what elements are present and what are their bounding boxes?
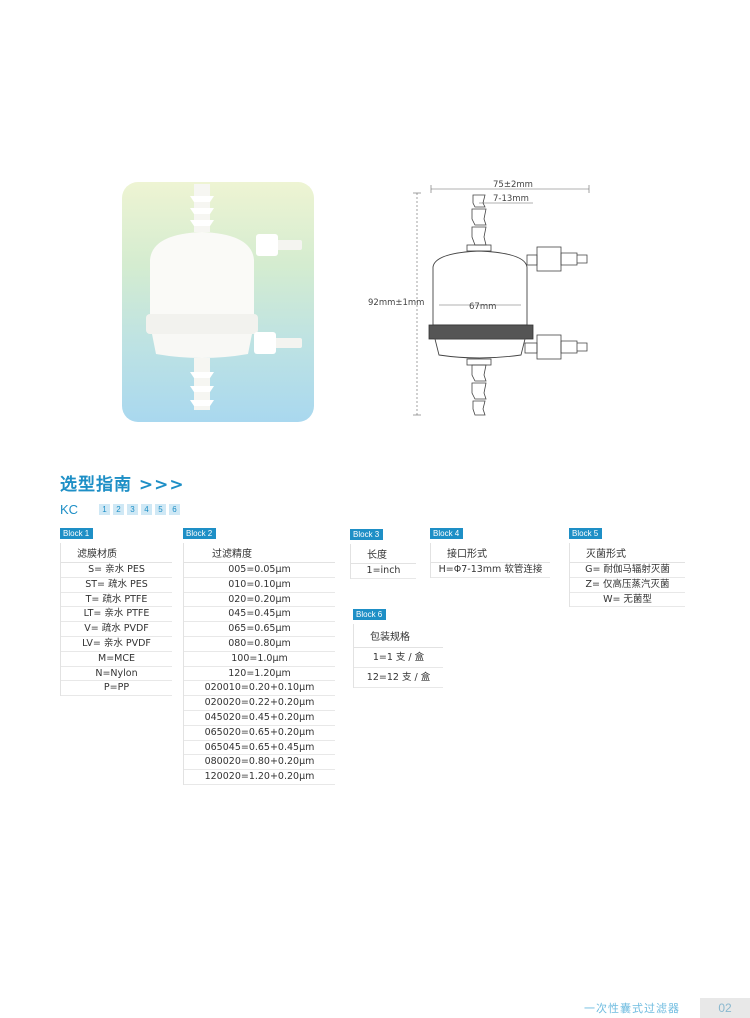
block-5: Block 5 灭菌形式 G= 耐伽马辐射灭菌 Z= 仅高压蒸汽灭菌 W= 无菌…	[569, 521, 685, 608]
block-heading: 滤膜材质	[61, 543, 172, 563]
block-1: Block 1 滤膜材质 S= 亲水 PES ST= 疏水 PES T= 疏水 …	[60, 521, 172, 697]
block-row: 010=0.10μm	[184, 578, 335, 593]
block-heading: 过滤精度	[184, 543, 335, 563]
code-box: 4	[141, 504, 152, 515]
block-row: LT= 亲水 PTFE	[61, 607, 172, 623]
block-row: 12=12 支 / 盒	[354, 668, 443, 688]
block-row: 080=0.80μm	[184, 637, 335, 652]
block-row: T= 疏水 PTFE	[61, 593, 172, 608]
diameter-dimension-label: 67mm	[469, 302, 496, 312]
product-photo	[122, 182, 314, 422]
block-tag: Block 5	[569, 528, 603, 539]
code-box: 5	[155, 504, 166, 515]
block-row: 045=0.45μm	[184, 607, 335, 623]
block-row: 005=0.05μm	[184, 563, 335, 578]
technical-drawing: 75±2mm 7-13mm 92mm±1mm 67mm	[365, 175, 615, 425]
height-dimension-label: 92mm±1mm	[368, 298, 424, 308]
block-tag: Block 2	[183, 528, 217, 539]
block-row: 120020=1.20+0.20μm	[184, 770, 335, 785]
footer-title: 一次性囊式过滤器	[584, 1002, 680, 1015]
block-row: V= 疏水 PVDF	[61, 622, 172, 637]
block-row: 120=1.20μm	[184, 667, 335, 682]
block-row: S= 亲水 PES	[61, 563, 172, 578]
block-6: Block 6 包装规格 1=1 支 / 盒 12=12 支 / 盒	[353, 602, 443, 688]
block-row: 020020=0.22+0.20μm	[184, 696, 335, 711]
code-box: 6	[169, 504, 180, 515]
block-heading: 灭菌形式	[570, 543, 685, 563]
block-tag: Block 1	[60, 528, 94, 539]
block-2: Block 2 过滤精度 005=0.05μm 010=0.10μm 020=0…	[183, 521, 335, 785]
code-box: 1	[99, 504, 110, 515]
block-tag: Block 6	[353, 609, 387, 620]
page-number: 02	[700, 998, 750, 1018]
block-row: 065020=0.65+0.20μm	[184, 726, 335, 741]
block-row: 020010=0.20+0.10μm	[184, 681, 335, 697]
block-row: H=Φ7-13mm 软管连接	[431, 563, 550, 578]
block-row: 065045=0.65+0.45μm	[184, 741, 335, 756]
block-row: 1=1 支 / 盒	[354, 648, 443, 668]
block-row: N=Nylon	[61, 667, 172, 682]
width-dimension-label: 75±2mm	[493, 180, 533, 190]
block-row: LV= 亲水 PVDF	[61, 637, 172, 652]
block-row: 020=0.20μm	[184, 593, 335, 608]
block-tag: Block 3	[350, 529, 384, 540]
model-code: KC 1 2 3 4 5 6	[60, 502, 180, 517]
block-row: 1=inch	[351, 564, 416, 579]
block-heading: 长度	[351, 544, 416, 564]
code-prefix: KC	[60, 502, 79, 517]
block-row: M=MCE	[61, 652, 172, 667]
section-title: 选型指南 >>>	[60, 475, 185, 495]
block-row: 100=1.0μm	[184, 652, 335, 667]
block-row: G= 耐伽马辐射灭菌	[570, 563, 685, 578]
block-row: Z= 仅高压蒸汽灭菌	[570, 578, 685, 593]
block-3: Block 3 长度 1=inch	[350, 522, 416, 579]
block-4: Block 4 接口形式 H=Φ7-13mm 软管连接	[430, 521, 550, 578]
code-box: 3	[127, 504, 138, 515]
block-tag: Block 4	[430, 528, 464, 539]
capsule-filter-illustration	[146, 184, 302, 410]
block-heading: 接口形式	[431, 543, 550, 563]
block-row: ST= 疏水 PES	[61, 578, 172, 593]
block-row: 080020=0.80+0.20μm	[184, 755, 335, 771]
block-row: 065=0.65μm	[184, 622, 335, 637]
connector-dimension-label: 7-13mm	[493, 194, 529, 204]
block-row: W= 无菌型	[570, 593, 685, 608]
block-row: 045020=0.45+0.20μm	[184, 711, 335, 726]
block-row: P=PP	[61, 681, 172, 697]
block-heading: 包装规格	[354, 624, 443, 648]
code-box: 2	[113, 504, 124, 515]
